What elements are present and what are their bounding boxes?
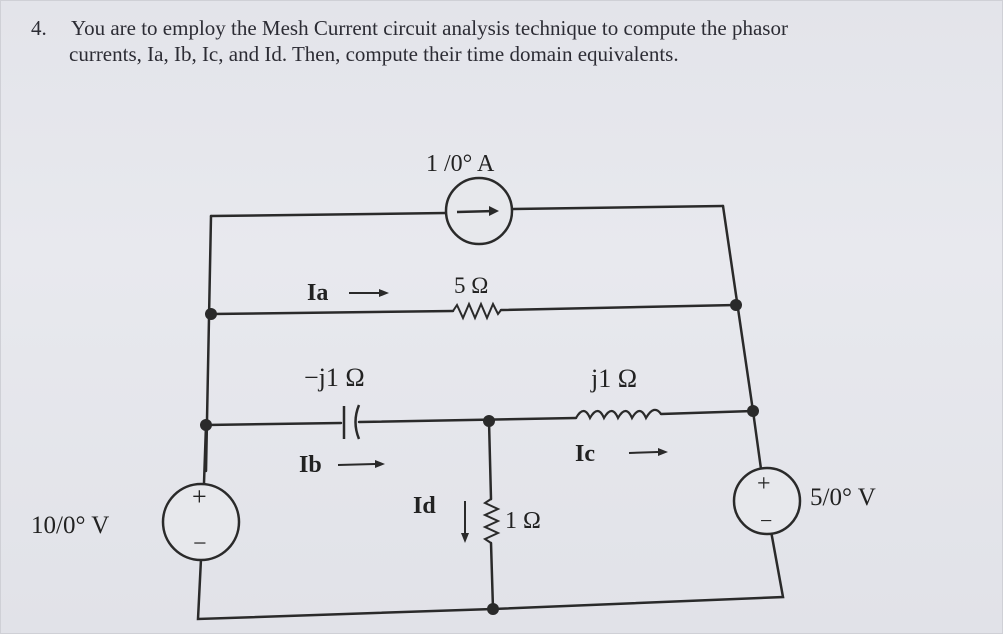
problem-line-2: currents, Ia, Ib, Ic, and Id. Then, comp… <box>69 42 679 66</box>
node-center <box>483 415 495 427</box>
wire-right-to-source <box>751 409 763 471</box>
voltage-source-right <box>732 466 802 536</box>
problem-number: 4. <box>31 16 47 40</box>
arrow-ib <box>337 463 376 466</box>
arrow-ic <box>628 451 659 454</box>
problem-statement: 4. You are to employ the Mesh Current cir… <box>31 15 981 67</box>
source-left-plus: + <box>192 482 207 511</box>
capacitor-label: −j1 Ω <box>304 363 365 392</box>
node-left-top <box>205 308 217 320</box>
source-right-plus: + <box>757 471 771 497</box>
problem-line-1: 4. You are to employ the Mesh Current cir… <box>31 15 981 41</box>
mesh-arrows <box>337 292 659 533</box>
resistor-5ohm <box>452 301 502 321</box>
wire-5ohm-right <box>499 303 738 312</box>
wire-top-left <box>209 211 448 218</box>
wire-cap-left <box>204 421 343 427</box>
source-left-minus: − <box>193 531 207 557</box>
mesh-d-label: Id <box>413 493 436 519</box>
mesh-c-label: Ic <box>575 441 595 467</box>
node-right-top <box>730 299 742 311</box>
current-source-label: 1 /0° A <box>426 151 495 177</box>
source-left-label: 10/0° V <box>31 512 109 539</box>
node-left-mid <box>200 419 212 431</box>
node-right-mid <box>747 405 759 417</box>
nodes <box>200 299 759 615</box>
inductor-label: j1 Ω <box>590 364 637 393</box>
inductor <box>575 408 662 421</box>
wire-ind-right <box>659 409 755 416</box>
mesh-a-label: Ia <box>307 280 328 306</box>
wire-1ohm-top <box>487 419 493 501</box>
capacitor <box>342 404 361 440</box>
wire-left-source-top <box>202 423 208 485</box>
resistor-5ohm-label: 5 Ω <box>454 273 488 298</box>
source-right-label: 5/0° V <box>810 484 876 511</box>
wire-cap-right <box>357 416 578 424</box>
wire-1ohm-bottom <box>489 541 495 611</box>
voltage-source-left <box>161 482 241 562</box>
wire-top-right <box>511 204 725 211</box>
problem-text-1: You are to employ the Mesh Current circu… <box>71 16 788 40</box>
mesh-b-label: Ib <box>299 452 322 478</box>
node-bottom <box>487 603 499 615</box>
resistor-1ohm-label: 1 Ω <box>505 508 541 534</box>
resistor-1ohm <box>482 498 501 544</box>
wire-5ohm-left <box>209 309 455 316</box>
current-source <box>444 176 514 246</box>
source-right-minus: − <box>760 508 772 533</box>
